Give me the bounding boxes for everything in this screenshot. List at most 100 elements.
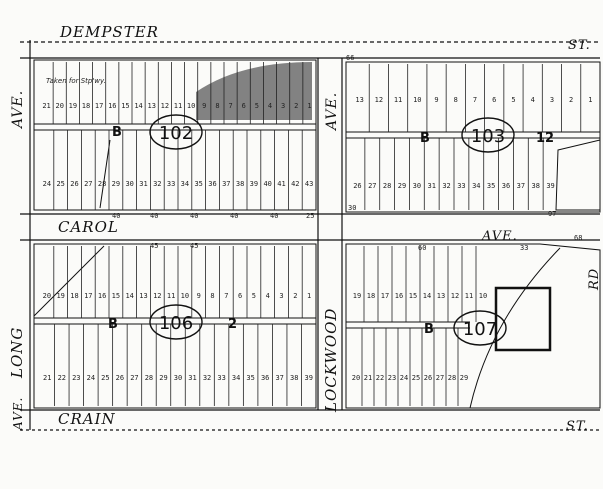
lot-number: 1 (588, 96, 592, 104)
lot-lines-103-top (368, 64, 582, 132)
block-103-num: 12 (536, 131, 554, 146)
lot-lines-102-top (52, 62, 304, 124)
block-106-letter: B (108, 317, 118, 332)
lot-number: 10 (187, 102, 195, 110)
lot-number: 5 (511, 96, 515, 104)
lot-number: 37 (275, 374, 283, 382)
lot-number: 16 (98, 292, 106, 300)
block-106-oval (149, 304, 203, 340)
block-ovals: 102 10 3 106 107 (149, 114, 515, 346)
lot-number: 11 (167, 292, 175, 300)
lot-number: 5 (255, 102, 259, 110)
lot-number: 42 (291, 180, 299, 188)
block-102-number: 102 (159, 123, 193, 144)
block-102 (33, 59, 317, 211)
lot-number: 10 (479, 292, 487, 300)
block-106-number: 106 (159, 313, 193, 334)
lot-number: 24 (43, 180, 51, 188)
dim-40-d: 40 (230, 212, 238, 220)
lot-number: 29 (460, 374, 468, 382)
lot-number: 26 (353, 182, 361, 190)
dim-25: 25 (306, 212, 314, 220)
lot-number: 19 (56, 292, 64, 300)
lot-number: 4 (531, 96, 535, 104)
lot-number: 11 (174, 102, 182, 110)
lot-number: 13 (437, 292, 445, 300)
lot-number: 27 (368, 182, 376, 190)
lot-number: 4 (266, 292, 270, 300)
lot-number: 17 (95, 102, 103, 110)
taken-stripway-area (196, 62, 312, 120)
lot-number: 20 (55, 102, 63, 110)
lot-number: 6 (242, 102, 246, 110)
dim-68: 68 (574, 234, 582, 242)
lot-number: 3 (279, 292, 283, 300)
lot-number: 30 (413, 182, 421, 190)
lot-number: 11 (465, 292, 473, 300)
dim-33: 33 (520, 244, 528, 252)
lot-lines-103-bottom (364, 138, 544, 210)
block-103-oval (461, 117, 515, 153)
lot-lines-107-bottom (361, 328, 459, 406)
lot-number: 8 (210, 292, 214, 300)
lot-number: 18 (70, 292, 78, 300)
lot-number: 33 (167, 180, 175, 188)
lot-number: 19 (353, 292, 361, 300)
lot-number: 43 (305, 180, 313, 188)
carol-ave-suffix: AVE. (481, 229, 518, 244)
dimensions: 40 40 40 40 40 25 30 97 45 45 33 60 66 6… (112, 54, 582, 252)
lot-number: 31 (427, 182, 435, 190)
dim-45-b: 45 (190, 242, 198, 250)
lot-number: 35 (487, 182, 495, 190)
lot-number: 10 (413, 96, 421, 104)
rd-label: RD (587, 268, 602, 291)
lot-number: 9 (434, 96, 438, 104)
ave-left-top-label: AVE. (10, 90, 26, 130)
lockwood-ave-label: LOCKWOOD (322, 308, 340, 413)
lot-number: 28 (383, 182, 391, 190)
block-106-num: 2 (228, 317, 237, 332)
block-102-letter: B (112, 125, 122, 140)
dim-60: 60 (418, 244, 426, 252)
lot-number: 8 (215, 102, 219, 110)
lot-number: 25 (56, 180, 64, 188)
lot-number: 21 (43, 374, 51, 382)
block-107-oval (453, 310, 507, 346)
lot-number: 29 (398, 182, 406, 190)
lot-number: 32 (153, 180, 161, 188)
lot-number: 6 (238, 292, 242, 300)
lot-number: 15 (409, 292, 417, 300)
lot-number: 7 (473, 96, 477, 104)
carol-ave-label: CAROL (58, 218, 119, 236)
lot-number: 29 (112, 180, 120, 188)
lot-number: 30 (125, 180, 133, 188)
lot-number: 2 (294, 102, 298, 110)
lot-number: 33 (457, 182, 465, 190)
lot-number: 2 (569, 96, 573, 104)
taken-for-stripway-note: Taken for Stp'wy. (46, 77, 106, 85)
lot-number: 35 (246, 374, 254, 382)
lot-number: 34 (181, 180, 189, 188)
crain-street-label: CRAIN (58, 410, 116, 428)
lot-number: 8 (454, 96, 458, 104)
lot-number: 2 (293, 292, 297, 300)
lot-number: 4 (268, 102, 272, 110)
lot-number: 12 (375, 96, 383, 104)
lot-number: 40 (263, 180, 271, 188)
lot-number: 23 (388, 374, 396, 382)
block-103-letter: B (420, 131, 430, 146)
lot-number: 13 (147, 102, 155, 110)
lot-number: 35 (194, 180, 202, 188)
lot-number: 36 (502, 182, 510, 190)
block-107-number: 107 (463, 319, 497, 340)
dim-40-b: 40 (150, 212, 158, 220)
lot-number: 41 (277, 180, 285, 188)
lot-number: 29 (159, 374, 167, 382)
lot-number: 32 (203, 374, 211, 382)
lot-number: 18 (367, 292, 375, 300)
lot-number: 14 (125, 292, 133, 300)
dim-40-c: 40 (190, 212, 198, 220)
lot-lines-102-bottom (53, 130, 303, 210)
lot-number: 14 (134, 102, 142, 110)
